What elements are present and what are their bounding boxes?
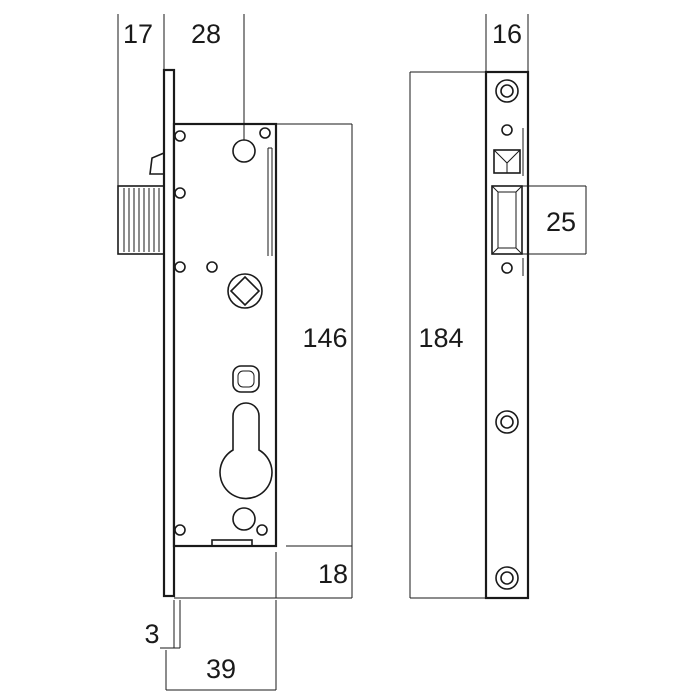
dim-label-17: 17 xyxy=(123,19,153,49)
dim-label-28: 28 xyxy=(191,19,221,49)
screw-hole xyxy=(206,261,218,273)
screw-hole xyxy=(174,130,186,142)
faceplate-small-hole xyxy=(501,124,513,136)
dim-label-3: 3 xyxy=(144,619,159,649)
top-fixing-hole xyxy=(232,139,256,163)
dim-label-25: 25 xyxy=(546,207,576,237)
deadbolt-opening xyxy=(491,185,523,255)
dim-label-39: 39 xyxy=(206,654,236,684)
faceplate-screw-middle xyxy=(495,410,519,434)
switch-slot xyxy=(232,365,260,393)
dim-label-146: 146 xyxy=(302,323,347,353)
screw-hole xyxy=(174,187,186,199)
dim-label-184: 184 xyxy=(418,323,463,353)
screw-hole xyxy=(259,127,271,139)
faceplate-front-view xyxy=(484,70,530,600)
faceplate-small-hole xyxy=(501,262,513,274)
deadbolt xyxy=(117,185,165,255)
follower-spindle xyxy=(227,273,263,309)
right-dimensions: 16 184 25 xyxy=(409,14,587,599)
screw-hole xyxy=(174,261,186,273)
dim-label-18: 18 xyxy=(318,559,348,589)
faceplate-screw-bottom xyxy=(495,566,519,590)
faceplate-strip xyxy=(162,68,176,598)
deadbolt-ribs xyxy=(123,188,160,252)
left-dimensions: 17 28 146 18 3 39 xyxy=(117,14,353,691)
dim-label-16: 16 xyxy=(492,19,522,49)
case-bottom-tab xyxy=(211,539,253,547)
latch-tongue xyxy=(149,151,165,175)
bottom-fixing-hole xyxy=(232,507,256,531)
screw-hole xyxy=(256,524,268,536)
screw-hole xyxy=(174,524,186,536)
lock-side-view xyxy=(117,68,278,598)
faceplate-screw-top xyxy=(495,79,519,103)
cylinder-hole xyxy=(219,402,273,500)
